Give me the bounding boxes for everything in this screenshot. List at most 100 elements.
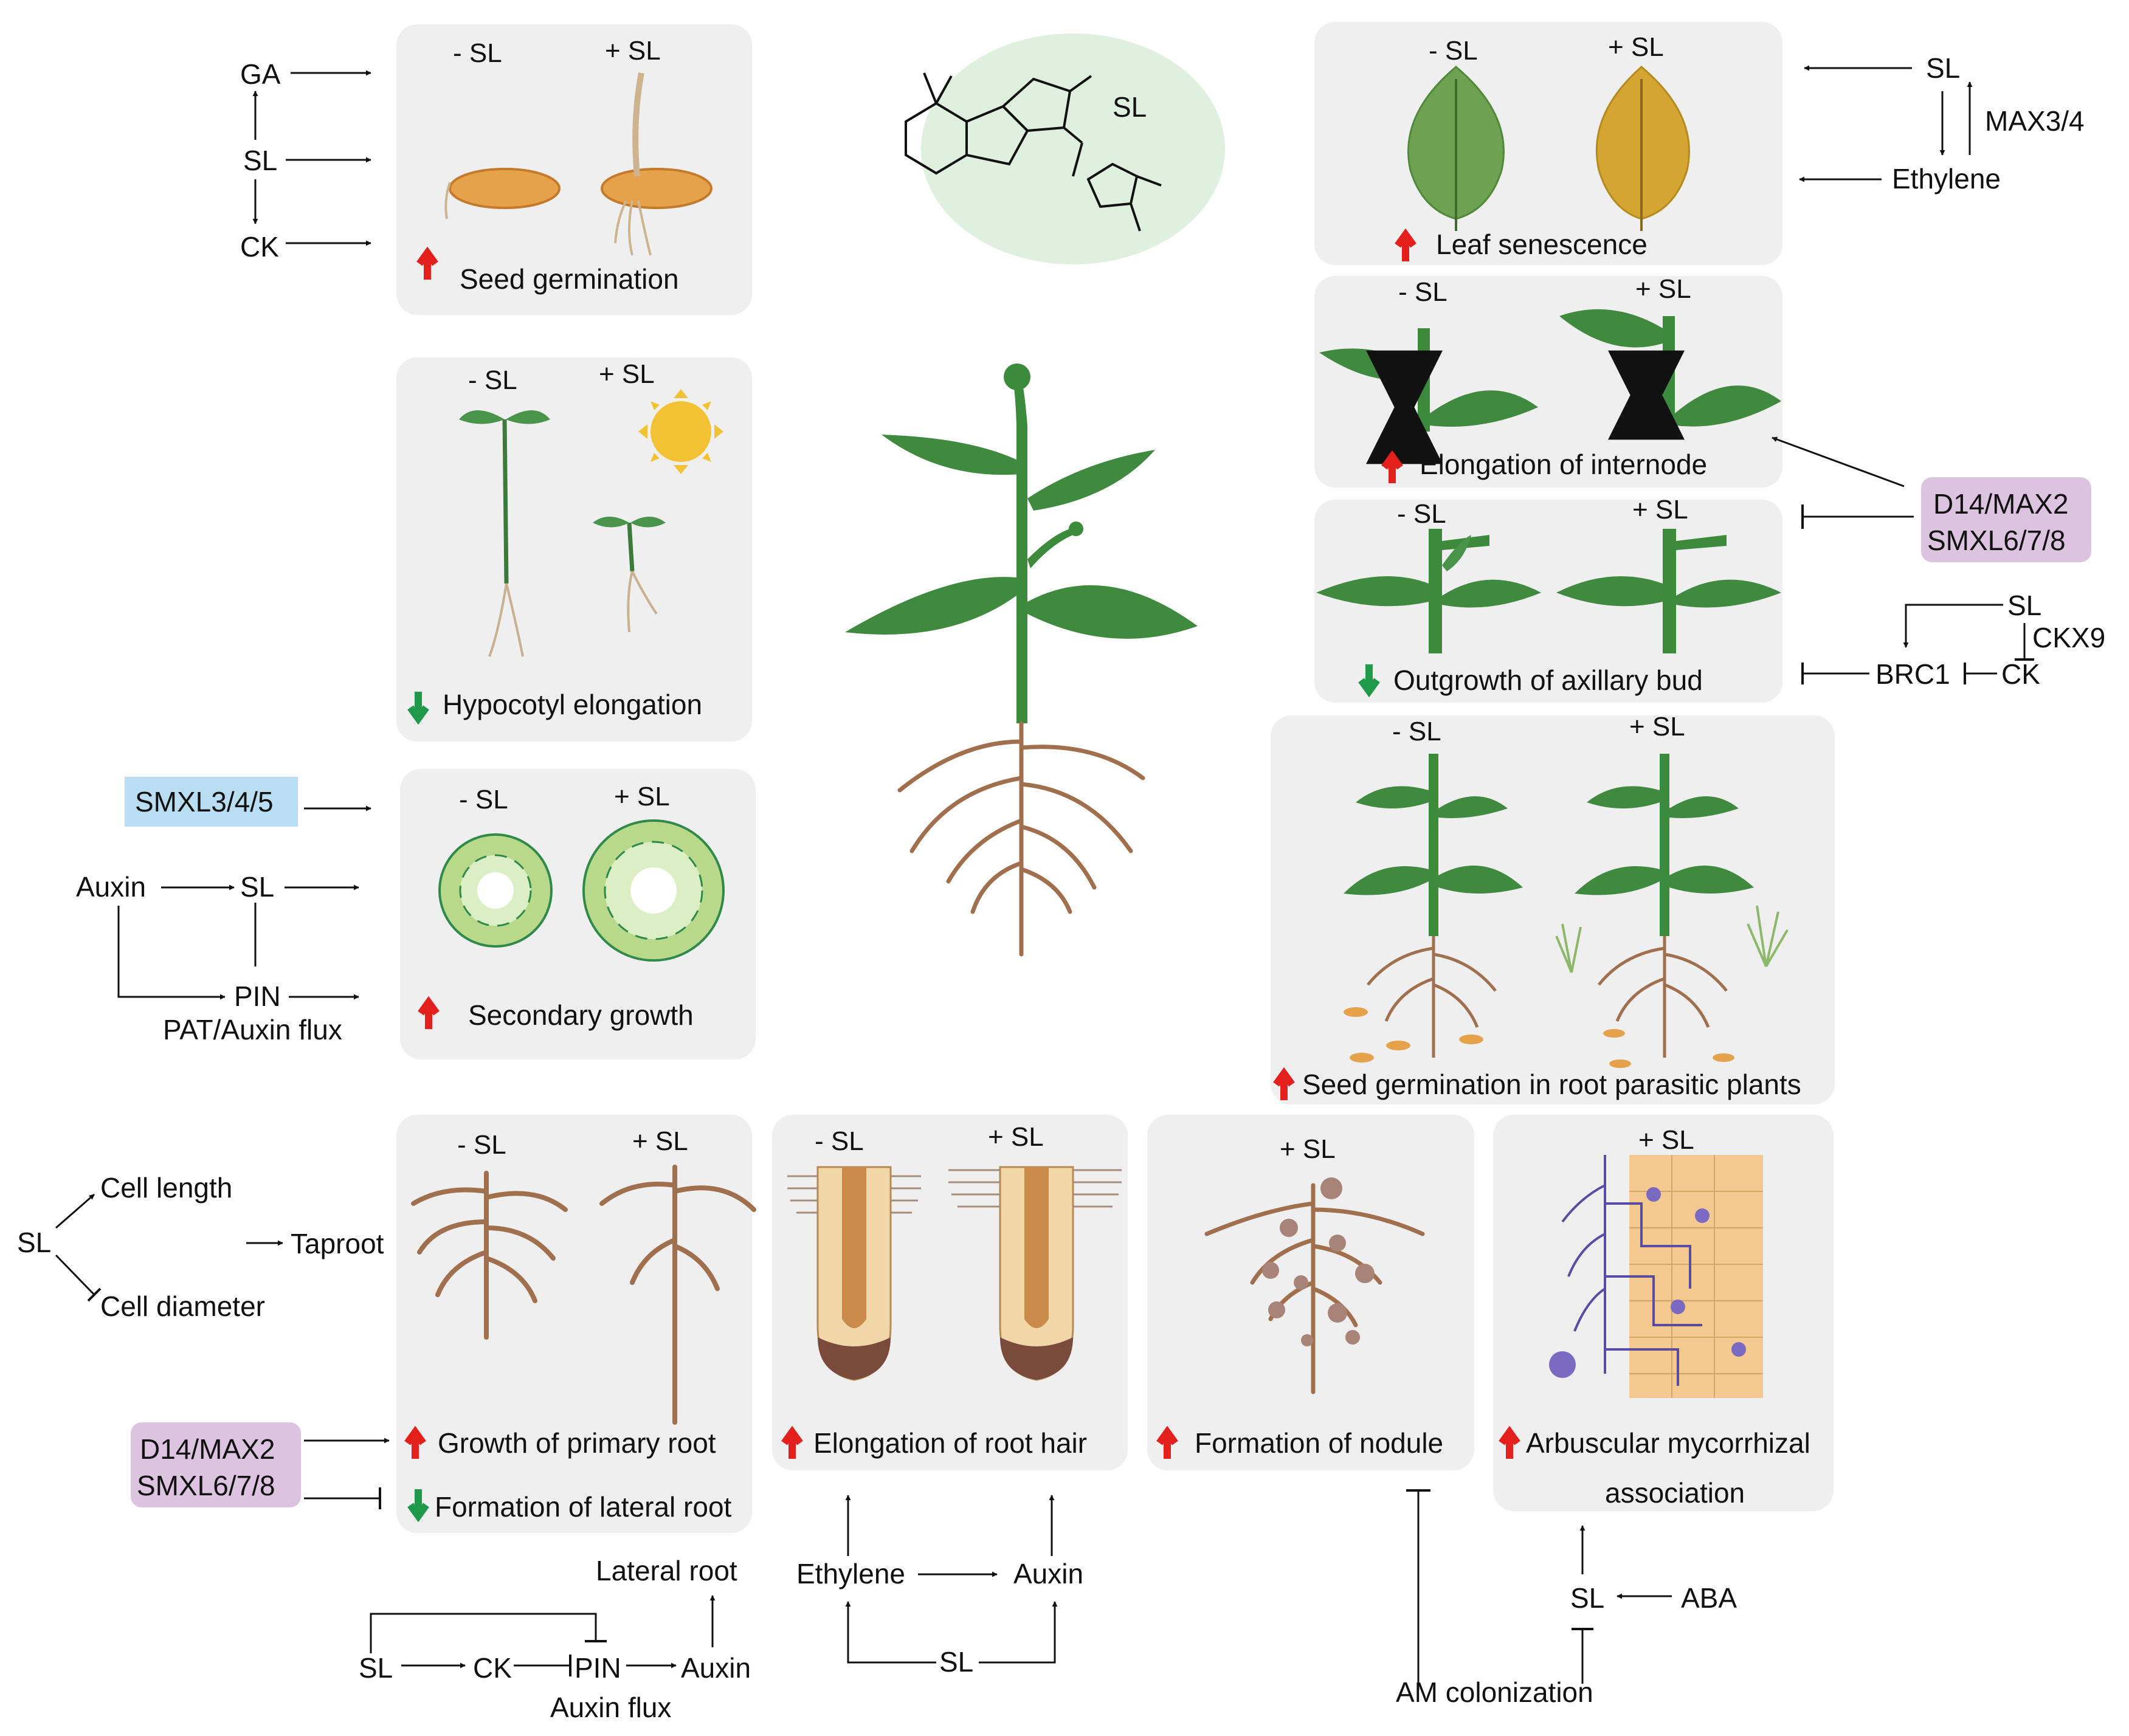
down-arrow-icon xyxy=(407,1489,429,1523)
leaf-icon xyxy=(882,435,1021,475)
minus-sl-label: - SL xyxy=(1392,717,1441,746)
cell-length-label: Cell length xyxy=(100,1172,232,1204)
plant-icon xyxy=(1555,754,1789,1068)
up-arrow-icon xyxy=(1381,450,1403,483)
up-arrow-icon xyxy=(1273,1067,1295,1100)
down-arrow-icon xyxy=(1358,664,1380,698)
sun-icon xyxy=(650,401,711,462)
leaf-icon xyxy=(1559,309,1663,348)
plus-sl-label: + SL xyxy=(614,782,670,811)
up-arrow-icon xyxy=(1156,1425,1178,1459)
panel-primary-root xyxy=(396,1115,752,1533)
up-arrow-icon xyxy=(404,1425,426,1459)
up-arrow-icon xyxy=(418,996,440,1029)
leaf-icon xyxy=(1027,585,1198,639)
minus-sl-label: - SL xyxy=(453,38,502,68)
plus-sl-label: + SL xyxy=(1635,274,1691,304)
plus-sl-label: + SL xyxy=(632,1126,688,1156)
seed-icon xyxy=(601,168,713,209)
parasitic-plant-icon xyxy=(1555,905,1789,973)
pin-label: PIN xyxy=(575,1652,621,1684)
max34-label: MAX3/4 xyxy=(1985,105,2085,137)
smxl678-label: SMXL6/7/8 xyxy=(137,1470,275,1501)
plus-sl-label: + SL xyxy=(1608,32,1664,62)
ethylene-label: Ethylene xyxy=(1892,163,2001,195)
nodule-caption: Formation of nodule xyxy=(1195,1427,1443,1459)
root-tip-icon xyxy=(787,1166,921,1381)
auxin-flux-label: Auxin flux xyxy=(550,1692,671,1723)
ck-label: CK xyxy=(2001,658,2040,690)
plus-sl-label: + SL xyxy=(1280,1134,1336,1164)
smxl678-label: SMXL6/7/8 xyxy=(1927,525,2066,556)
central-roots xyxy=(897,721,1145,957)
plus-sl-label: + SL xyxy=(1632,495,1688,525)
axillary-bud-caption: Outgrowth of axillary bud xyxy=(1393,664,1703,696)
leaf-icon xyxy=(1442,579,1541,608)
lateral-root-caption: Formation of lateral root xyxy=(435,1491,732,1523)
cell-diameter-label: Cell diameter xyxy=(100,1290,265,1322)
long-root-icon xyxy=(599,1165,756,1425)
am-colonization-label: AM colonization xyxy=(1396,1676,1593,1708)
seedling-icon xyxy=(593,517,666,528)
pat-label: PAT/Auxin flux xyxy=(163,1014,342,1045)
plus-sl-label: + SL xyxy=(605,36,661,66)
leaf-icon xyxy=(845,577,1016,635)
minus-sl-label: - SL xyxy=(1429,36,1478,66)
axillary-bud-icon xyxy=(1442,535,1471,571)
auxin-label: Auxin xyxy=(681,1652,751,1684)
down-arrow-icon xyxy=(407,692,429,725)
seedling-icon xyxy=(459,410,550,424)
plus-sl-label: + SL xyxy=(988,1122,1044,1152)
lateral-root-label: Lateral root xyxy=(596,1555,737,1586)
d14-max2-box xyxy=(1921,477,2091,562)
internode-caption: Elongation of internode xyxy=(1420,449,1707,480)
up-arrow-icon xyxy=(416,246,438,280)
chemical-label: SL xyxy=(1113,91,1147,123)
leaf-icon xyxy=(1676,579,1781,608)
leaf-icon xyxy=(1027,450,1155,511)
sl-label: SL xyxy=(240,871,274,903)
taproot-label: Taproot xyxy=(291,1228,384,1259)
sl-label: SL xyxy=(1570,1582,1604,1614)
primary-root-caption: Growth of primary root xyxy=(438,1427,716,1459)
d14-max2-box xyxy=(131,1422,301,1507)
ckx9-label: CKX9 xyxy=(2032,622,2105,653)
panel-nodule xyxy=(1147,1115,1474,1470)
seed-germination-caption: Seed germination xyxy=(460,263,679,295)
sl-label: SL xyxy=(939,1646,973,1678)
d14-label: D14/MAX2 xyxy=(1933,488,2068,520)
panel-seed-germination xyxy=(396,24,752,315)
auxin-label: Auxin xyxy=(1013,1558,1083,1590)
central-plant xyxy=(845,363,1198,957)
up-arrow-icon xyxy=(781,1425,803,1459)
seed-icon xyxy=(449,168,561,209)
leaf-icon xyxy=(1316,576,1429,607)
auxin-label: Auxin xyxy=(76,871,146,903)
sl-chemical-structure xyxy=(905,72,1162,232)
d14-label: D14/MAX2 xyxy=(140,1433,275,1465)
sl-label: SL xyxy=(243,145,277,176)
minus-sl-label: - SL xyxy=(815,1126,864,1156)
leaf-icon xyxy=(1319,348,1418,380)
sl-label: SL xyxy=(359,1652,393,1684)
panel-parasitic xyxy=(1271,715,1835,1104)
plus-sl-label: + SL xyxy=(1638,1125,1694,1155)
leaf-icon xyxy=(1675,385,1781,427)
minus-sl-label: - SL xyxy=(1398,277,1448,307)
panel-leaf-senescence xyxy=(1314,22,1782,265)
minus-sl-label: - SL xyxy=(457,1130,506,1160)
am-caption-line1: Arbuscular mycorrhizal xyxy=(1526,1427,1810,1459)
sl-label: SL xyxy=(17,1227,51,1258)
secondary-growth-caption: Secondary growth xyxy=(468,999,694,1031)
sl-label: SL xyxy=(1926,52,1960,84)
minus-sl-label: - SL xyxy=(459,785,508,815)
short-root-icon xyxy=(411,1171,568,1340)
up-arrow-icon xyxy=(1499,1425,1520,1459)
root-hair-caption: Elongation of root hair xyxy=(813,1427,1087,1459)
sl-label: SL xyxy=(2007,590,2041,621)
ga-label: GA xyxy=(240,58,281,90)
parasitic-caption: Seed germination in root parasitic plant… xyxy=(1302,1069,1801,1100)
leaf-icon xyxy=(1556,576,1663,607)
